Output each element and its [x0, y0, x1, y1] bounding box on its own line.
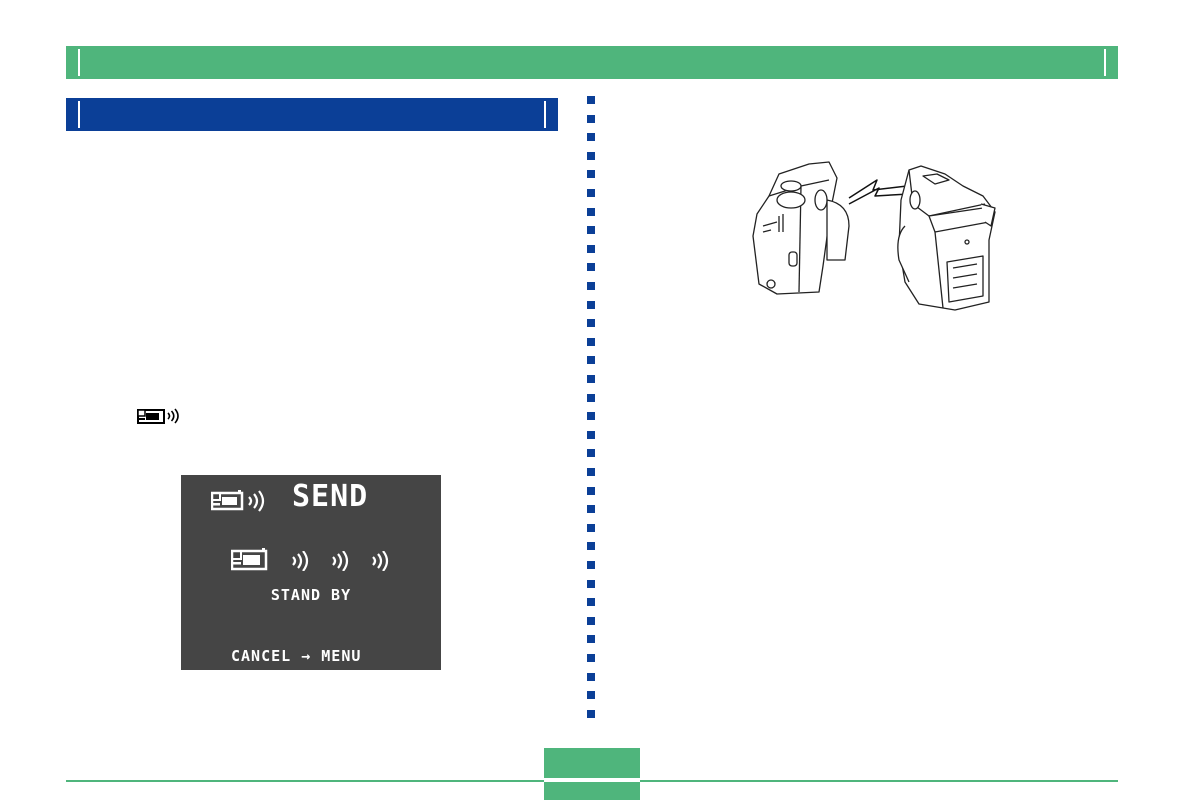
divider-dot [587, 207, 595, 216]
divider-dot [587, 709, 595, 718]
lcd-instruction: CANCEL → MENU [231, 647, 362, 665]
divider-dot [587, 468, 595, 476]
header-bar-notch-left [78, 49, 80, 76]
divider-dot [587, 151, 595, 160]
divider-dot [587, 96, 595, 104]
lcd-screen: SEND STAND BY CANCEL → MENU [181, 475, 441, 670]
divider-dot [587, 170, 595, 179]
divider-dot [587, 430, 595, 439]
divider-dot [587, 542, 595, 551]
lcd-status: STAND BY [270, 586, 352, 604]
infrared-send-icon [137, 408, 179, 424]
divider-dot [587, 244, 595, 253]
divider-dot [587, 579, 595, 588]
divider-dot [587, 393, 595, 402]
divider-dot [587, 672, 595, 681]
lcd-title: SEND [292, 479, 369, 514]
divider-dot [587, 319, 595, 328]
section-bar-notch-right [544, 101, 546, 128]
divider-dot [587, 449, 595, 458]
divider-dot [587, 691, 595, 700]
divider-dot [587, 505, 595, 514]
divider-dot [587, 356, 595, 365]
infrared-wave-icon [372, 551, 389, 571]
header-bar-notch-right [1104, 49, 1106, 76]
infrared-send-icon [211, 490, 265, 512]
divider-dot [587, 282, 595, 290]
divider-dot [587, 635, 595, 644]
divider-dot [587, 375, 595, 383]
divider-dot [587, 412, 595, 421]
divider-dot [587, 189, 595, 197]
divider-dot [587, 561, 595, 569]
divider-dot [587, 654, 595, 662]
page-number-tab [544, 748, 640, 800]
right-camera-drawing [897, 165, 996, 311]
divider-dot [587, 300, 595, 309]
divider-dot [587, 133, 595, 142]
divider-dot [587, 616, 595, 625]
header-bar [66, 46, 1118, 79]
divider-dot [587, 523, 595, 532]
two-cameras-infrared-illustration [752, 161, 996, 311]
infrared-wave-icon [332, 551, 349, 571]
divider-dot [587, 486, 595, 495]
divider-dot [587, 226, 595, 235]
divider-dot [587, 598, 595, 607]
column-divider [586, 96, 596, 726]
infrared-wave-icon [292, 551, 309, 571]
divider-dot [587, 263, 595, 272]
section-heading-bar [66, 98, 558, 131]
camera-icon [231, 548, 268, 571]
page-tab-gap [544, 778, 640, 782]
section-bar-notch-left [78, 101, 80, 128]
left-camera-drawing [752, 161, 850, 295]
divider-dot [587, 337, 595, 346]
divider-dot [587, 114, 595, 123]
